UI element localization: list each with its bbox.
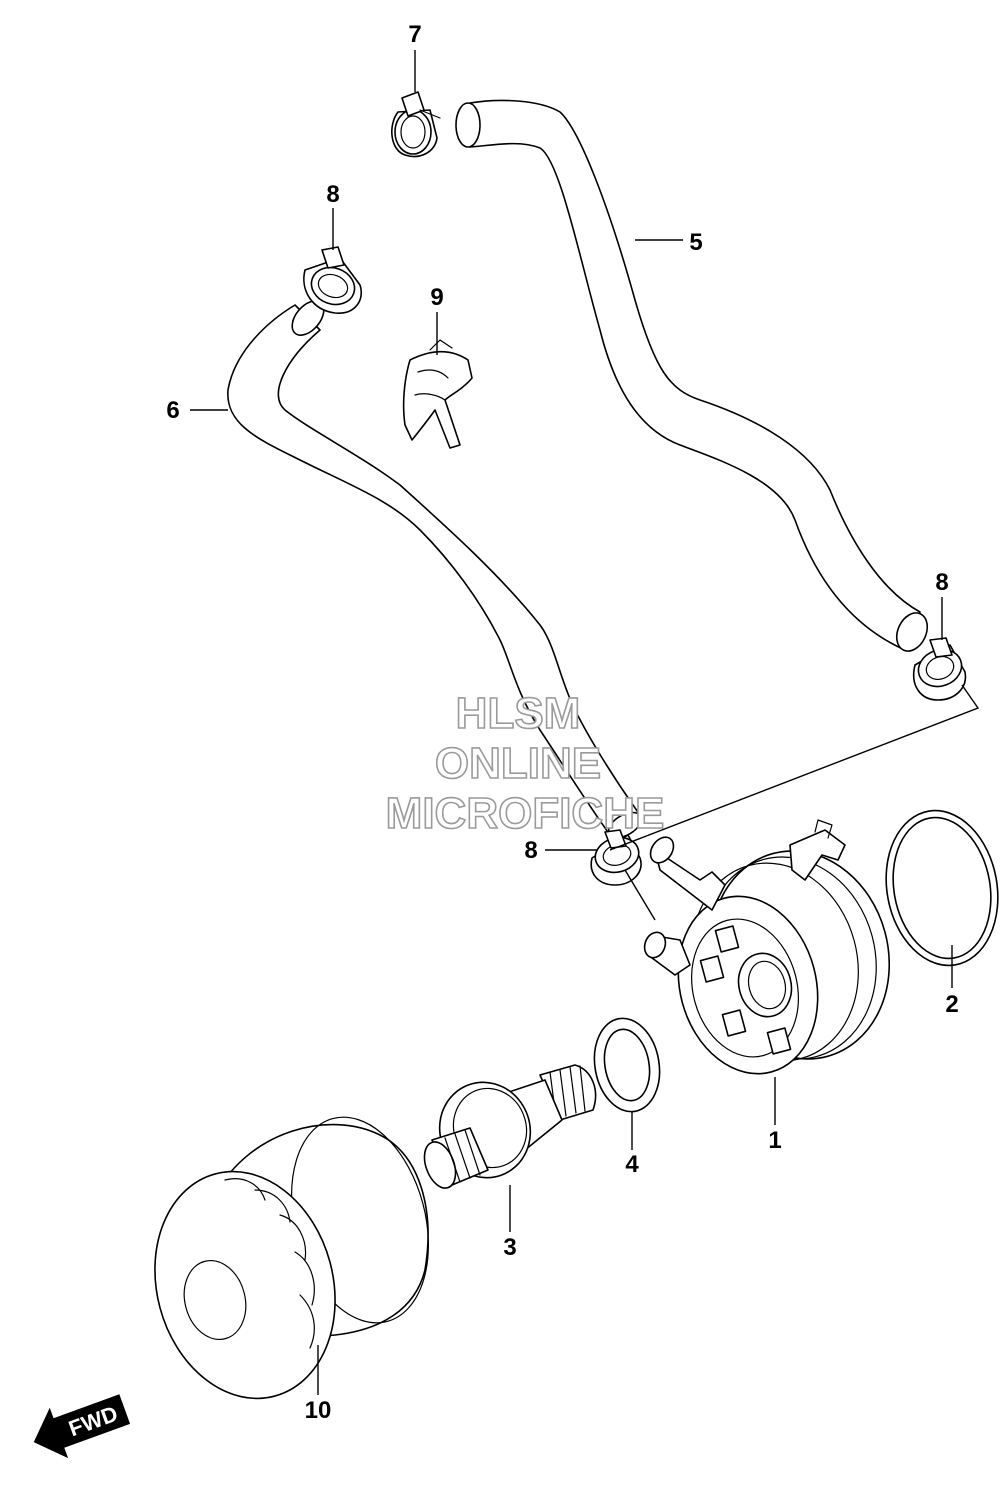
callout-labels: 7 8 9 6 5 8 8 2 1 4 3 10	[166, 21, 958, 1424]
oil-cooler-part-1	[643, 819, 891, 1075]
callout-8-top: 8	[326, 181, 339, 208]
callout-10: 10	[305, 1397, 332, 1424]
callout-4: 4	[625, 1151, 639, 1178]
clamp-part-7	[391, 91, 441, 158]
clamp-part-8-lower	[590, 829, 642, 886]
callout-9: 9	[430, 284, 443, 311]
clamp-part-8-right	[913, 637, 967, 701]
leader-lines	[190, 50, 980, 1395]
callout-6: 6	[166, 397, 179, 424]
callout-7: 7	[408, 21, 421, 48]
callout-3: 3	[503, 1234, 516, 1261]
callout-8-right: 8	[935, 569, 948, 596]
gasket-part-4	[593, 1017, 661, 1113]
watermark: HLSM ONLINE MICROFICHE	[385, 688, 665, 839]
hose-part-5	[455, 99, 929, 652]
watermark-line-3: MICROFICHE	[386, 789, 665, 838]
union-bolt-part-3	[423, 1064, 597, 1189]
watermark-line-1: HLSM	[456, 689, 581, 738]
clip-part-9	[402, 339, 473, 449]
watermark-line-2: ONLINE	[435, 739, 601, 788]
callout-5: 5	[689, 229, 702, 256]
o-ring-part-2	[885, 809, 999, 967]
clamp-part-8-top	[303, 246, 362, 314]
fwd-direction-indicator: FWD	[33, 1394, 131, 1459]
fwd-arrow-icon	[33, 1394, 131, 1459]
callout-8-lower: 8	[524, 837, 537, 864]
callout-1: 1	[768, 1127, 781, 1154]
callout-2: 2	[945, 991, 958, 1018]
oil-filter-part-10	[154, 1116, 430, 1400]
